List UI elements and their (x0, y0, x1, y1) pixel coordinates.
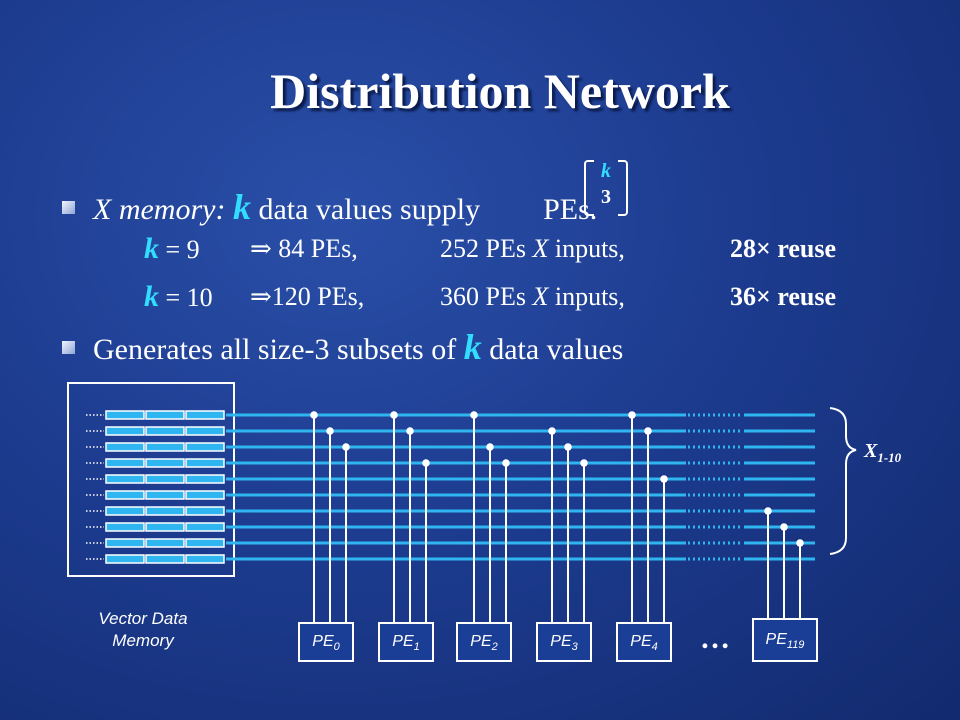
tap-dot (310, 411, 318, 419)
pe-count: 84 PEs, (271, 234, 358, 263)
brace-icon (829, 407, 857, 555)
bullet-subsets: Generates all size-3 subsets of k data v… (62, 326, 623, 368)
memory-cell (185, 426, 225, 436)
memory-cell (145, 554, 185, 564)
binom-right-paren (618, 160, 628, 216)
inputs-x: X (532, 234, 549, 263)
k-value: = 9 (159, 235, 200, 264)
memory-cell (145, 522, 185, 532)
memory-cell (185, 554, 225, 564)
memory-cell (145, 506, 185, 516)
memory-cell (145, 490, 185, 500)
memory-cell (105, 474, 145, 484)
x-label: X memory: (93, 193, 233, 226)
memory-cell (145, 426, 185, 436)
memory-cell (145, 410, 185, 420)
tap-dot (406, 427, 414, 435)
memory-cell (105, 458, 145, 468)
slide-title: Distribution Network (270, 63, 730, 119)
k-symbol: k (144, 232, 159, 265)
memory-cell (145, 538, 185, 548)
tap-dot (326, 427, 334, 435)
binom-top: k (601, 160, 611, 182)
k-symbol: k (144, 280, 159, 313)
memory-cell (185, 474, 225, 484)
memory-label-line2: Memory (112, 631, 174, 650)
tap-dot (470, 411, 478, 419)
memory-cell (185, 490, 225, 500)
k-symbol: k (232, 187, 251, 227)
x-label-sub: 1-10 (877, 450, 902, 465)
inputs-x: X (532, 282, 549, 311)
inputs-text: 252 PEs (440, 234, 533, 263)
bullet-text: Generates all size-3 subsets of (93, 333, 464, 366)
reuse-factor: 28× reuse (730, 234, 837, 263)
memory-cell (105, 442, 145, 452)
inputs-text: 360 PEs (440, 282, 533, 311)
pe-box-3: PE3 (536, 622, 592, 662)
memory-cell (185, 458, 225, 468)
tap-dot (796, 539, 804, 547)
reuse-factor: 36× reuse (730, 282, 837, 311)
bullet-square-icon (62, 201, 75, 214)
tap-dot (422, 459, 430, 467)
memory-cell (185, 506, 225, 516)
memory-cell (105, 426, 145, 436)
tap-dot (764, 507, 772, 515)
memory-cell (185, 538, 225, 548)
tap-dot (342, 443, 350, 451)
pe-box-1: PE1 (378, 622, 434, 662)
tap-dot (390, 411, 398, 419)
tap-dot (548, 427, 556, 435)
memory-cell (185, 442, 225, 452)
bullet-text: data values supply (250, 193, 488, 226)
inputs-text-end: inputs, (548, 234, 625, 263)
tap-dot (660, 475, 668, 483)
binomial-k-choose-3: k 3 (584, 160, 628, 216)
memory-cell (105, 554, 145, 564)
pe-count: 120 PEs, (271, 282, 365, 311)
bullet-square-icon (62, 341, 75, 354)
x-inputs-label: X1-10 (864, 440, 901, 466)
x-label-main: X (864, 440, 878, 462)
tap-dot (502, 459, 510, 467)
vector-data-memory-label: Vector Data Memory (78, 608, 208, 652)
memory-cell (105, 490, 145, 500)
tap-dot (780, 523, 788, 531)
memory-cell (105, 506, 145, 516)
bullet-text-end: PEs. (535, 193, 598, 226)
tap-dot (486, 443, 494, 451)
memory-cell (105, 538, 145, 548)
memory-cell (105, 410, 145, 420)
pe-box-2: PE2 (456, 622, 512, 662)
ellipsis: … (700, 622, 730, 655)
memory-cell (105, 522, 145, 532)
memory-cell (145, 458, 185, 468)
tap-dot (644, 427, 652, 435)
memory-cell (185, 522, 225, 532)
bullet-text-end: data values (481, 333, 624, 366)
bullet-x-memory: X memory: k data values supply PEs. (62, 186, 597, 228)
binom-left-paren (584, 160, 594, 216)
k-symbol: k (463, 327, 482, 367)
tap-dot (628, 411, 636, 419)
tap-dot (580, 459, 588, 467)
memory-label-line1: Vector Data (98, 609, 188, 628)
memory-cell (145, 474, 185, 484)
k-value: = 10 (159, 283, 213, 312)
pe-box-119: PE119 (752, 618, 818, 662)
implies-arrow: ⇒ (250, 234, 272, 263)
inputs-text-end: inputs, (548, 282, 625, 311)
pe-box-4: PE4 (616, 622, 672, 662)
pe-box-0: PE0 (298, 622, 354, 662)
memory-cell (145, 442, 185, 452)
tap-dot (564, 443, 572, 451)
binom-bottom: 3 (601, 186, 611, 208)
implies-arrow: ⇒ (250, 282, 272, 311)
memory-cell (185, 410, 225, 420)
